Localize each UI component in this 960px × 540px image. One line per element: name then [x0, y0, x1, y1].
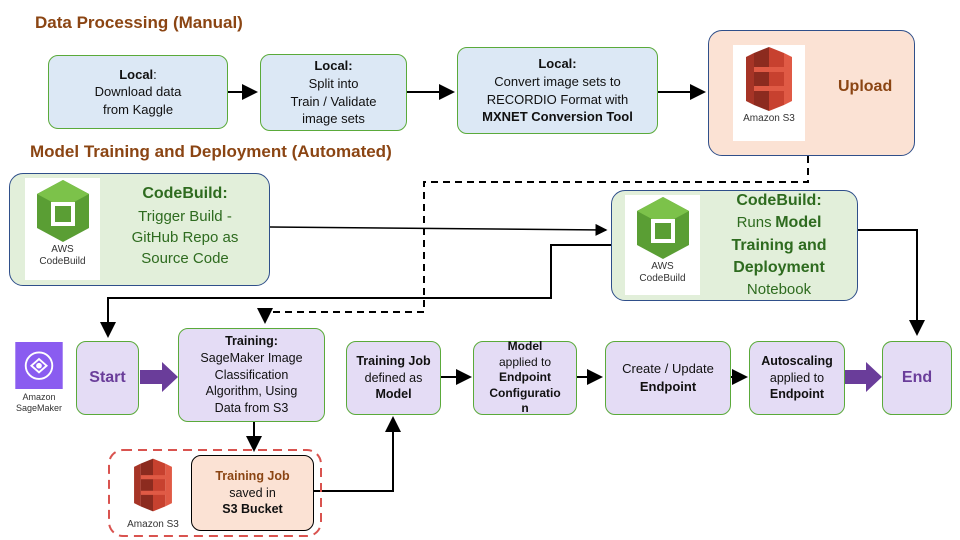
end-label: End	[901, 369, 933, 387]
training-line3: Algorithm, Using	[205, 384, 298, 399]
download-prefix: Local	[119, 66, 154, 82]
training-job-box: Training Job defined as Model	[346, 341, 441, 415]
convert-line2: RECORDIO Format with	[486, 91, 629, 107]
codebuild-logo-trigger: AWS CodeBuild	[25, 178, 100, 280]
saved-line3: S3 Bucket	[222, 502, 283, 517]
codebuild-trigger-line2: GitHub Repo as	[131, 228, 239, 246]
saved-line1: Training Job	[215, 468, 290, 483]
autoscaling-line2: applied to	[769, 370, 825, 385]
codebuild-runs-line4: Notebook	[746, 281, 812, 299]
s3-upload-label: Amazon S3	[743, 113, 795, 124]
training-line2: Classification	[214, 367, 289, 382]
codebuild-trigger-label1: AWS	[51, 244, 74, 255]
training-job-line1: Training Job	[356, 353, 431, 368]
codebuild-runs-title: CodeBuild:	[736, 191, 822, 209]
heading-data-processing: Data Processing (Manual)	[35, 13, 243, 32]
codebuild-logo-runs: AWS CodeBuild	[625, 195, 700, 295]
codebuild-runs-runs: Runs	[736, 214, 772, 232]
s3-bucket-icon	[134, 458, 172, 512]
training-job-line3: Model	[375, 387, 412, 402]
codebuild-trigger-text: CodeBuild: Trigger Build - GitHub Repo a…	[110, 180, 260, 272]
split-line2: Train / Validate	[290, 93, 377, 109]
start-box: Start	[76, 341, 139, 415]
codebuild-icon	[636, 197, 689, 259]
create-endpoint-line2: Endpoint	[639, 379, 697, 394]
download-line1: Download data	[94, 84, 182, 100]
convert-box: Local: Convert image sets to RECORDIO Fo…	[457, 47, 658, 134]
autoscaling-line1: Autoscaling	[761, 353, 833, 368]
s3-saved-label: Amazon S3	[127, 519, 179, 530]
start-label: Start	[89, 369, 126, 387]
convert-line1: Convert image sets to	[494, 73, 621, 89]
arrow-start-to-training	[140, 362, 178, 392]
convert-title: Local:	[538, 56, 577, 72]
split-title: Local:	[314, 58, 353, 74]
upload-label: Upload	[838, 78, 893, 95]
codebuild-runs-model: Model	[775, 214, 822, 232]
arrow-saved-to-trainingjob	[314, 416, 401, 492]
training-box: Training: SageMaker Image Classification…	[178, 328, 325, 422]
arrow-trigger-to-runs	[269, 223, 608, 236]
s3-logo-saved: Amazon S3	[120, 457, 186, 533]
s3-bucket-dashed-container	[108, 449, 322, 537]
dashed-s3-to-training	[257, 156, 809, 324]
sagemaker-logo: Amazon SageMaker	[0, 342, 78, 414]
autoscaling-line3: Endpoint	[769, 387, 825, 402]
codebuild-runs-text: CodeBuild: Runs Model Training and Deplo…	[705, 191, 853, 299]
create-endpoint-box: Create / Update Endpoint	[605, 341, 731, 415]
training-line1: SageMaker Image	[200, 350, 303, 365]
convert-line3: MXNET Conversion Tool	[482, 109, 633, 125]
split-box: Local: Split into Train / Validate image…	[260, 54, 407, 131]
endpoint-config-line2: applied to	[498, 354, 552, 369]
codebuild-runs-label2: CodeBuild	[639, 273, 686, 284]
arrow-autoscaling-to-end	[845, 362, 882, 392]
download-suffix: :	[153, 66, 157, 82]
codebuild-runs-label1: AWS	[651, 261, 674, 272]
training-job-line2: defined as	[364, 370, 423, 385]
arrow-runs-to-end	[858, 229, 925, 336]
sagemaker-label: Amazon SageMaker	[15, 392, 63, 414]
codebuild-trigger-line3: Source Code	[141, 249, 229, 267]
download-line2: from Kaggle	[102, 101, 174, 117]
codebuild-trigger-line1: Trigger Build -	[138, 207, 232, 225]
endpoint-config-line4: Configuratio	[489, 385, 561, 400]
download-box: Local: Download data from Kaggle	[48, 55, 228, 129]
split-line1: Split into	[308, 75, 359, 91]
autoscaling-box: Autoscaling applied to Endpoint	[749, 341, 845, 415]
codebuild-runs-line2: Training and	[731, 236, 827, 254]
arrow-runs-to-start	[100, 244, 612, 338]
codebuild-icon	[36, 180, 89, 242]
saved-box: Training Job saved in S3 Bucket	[191, 455, 314, 531]
codebuild-trigger-label2: CodeBuild	[39, 256, 86, 267]
s3-bucket-icon	[746, 47, 792, 111]
heading-model-training: Model Training and Deployment (Automated…	[30, 142, 392, 161]
s3-logo-upload: Amazon S3	[733, 45, 805, 141]
codebuild-trigger-title: CodeBuild:	[142, 185, 228, 203]
create-endpoint-line1: Create / Update	[622, 361, 714, 377]
split-line3: image sets	[302, 111, 365, 127]
sagemaker-icon	[15, 342, 63, 390]
end-box: End	[882, 341, 952, 415]
endpoint-config-line3: Endpoint	[499, 370, 551, 385]
endpoint-config-line1: Model	[507, 339, 543, 354]
saved-line2: saved in	[229, 485, 276, 500]
endpoint-config-box: Model applied to Endpoint Configuratio n	[473, 339, 577, 416]
training-line4: Data from S3	[214, 401, 289, 416]
endpoint-config-line5: n	[521, 401, 529, 416]
codebuild-runs-line3: Deployment	[733, 258, 825, 276]
training-title: Training:	[225, 333, 278, 348]
